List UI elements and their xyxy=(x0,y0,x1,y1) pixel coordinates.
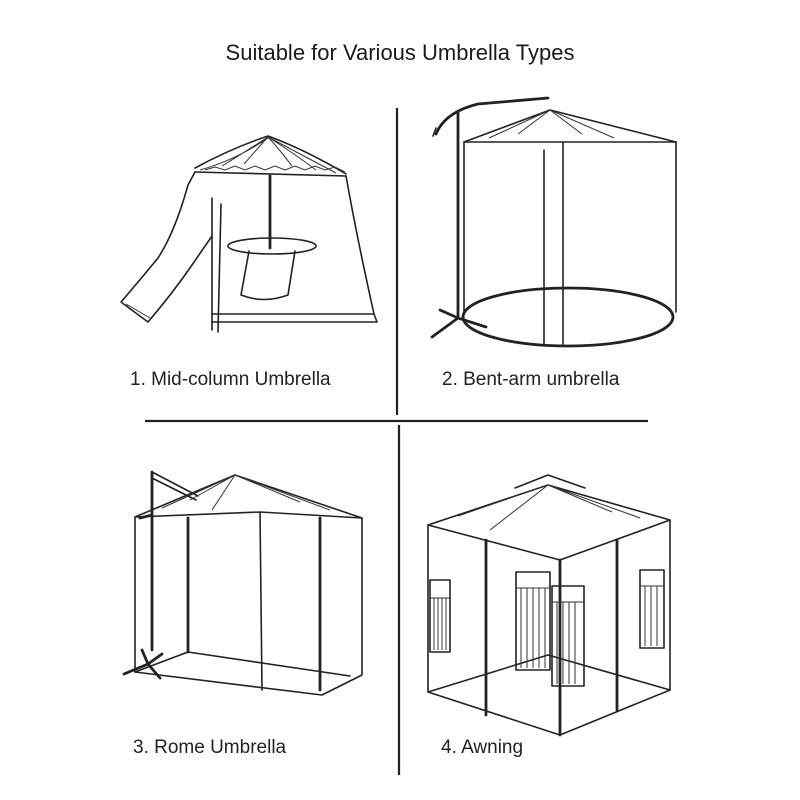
curtain-panel-left xyxy=(429,579,451,653)
caption-rome-umbrella: 3. Rome Umbrella xyxy=(133,737,287,758)
curtain-panel-center-left xyxy=(515,571,551,671)
caption-awning: 4. Awning xyxy=(441,737,524,758)
awning-net-icon xyxy=(427,474,671,737)
page-title: Suitable for Various Umbrella Types xyxy=(225,40,575,65)
curtain-panel-right xyxy=(639,569,665,649)
bent-arm-umbrella-net-icon xyxy=(430,96,677,348)
curtain-panel-center-right xyxy=(551,585,585,687)
mid-column-umbrella-net-icon xyxy=(120,135,378,333)
rome-umbrella-net-icon xyxy=(122,470,363,696)
caption-bent-arm-umbrella: 2. Bent-arm umbrella xyxy=(442,369,620,390)
caption-mid-column-umbrella: 1. Mid-column Umbrella xyxy=(130,369,331,390)
